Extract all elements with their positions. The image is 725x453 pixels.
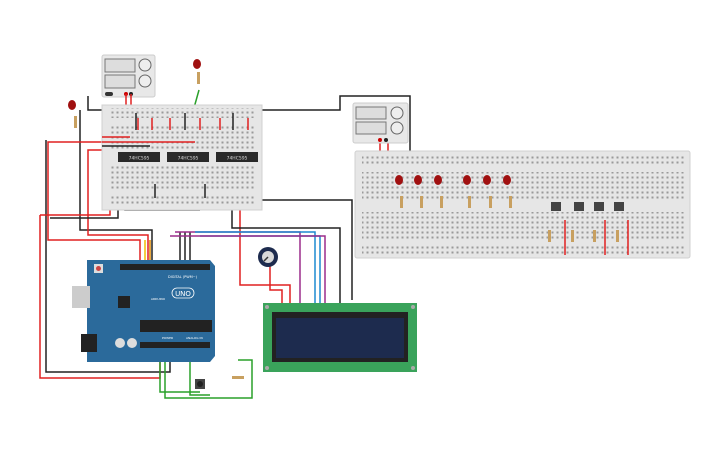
breadboard-large[interactable] — [354, 150, 691, 259]
digital-header[interactable] — [120, 264, 210, 270]
arduino-uno[interactable]: DIGITAL (PWM~) ARDUINO UNO POWER ANALOG … — [72, 260, 215, 362]
power-label: POWER — [162, 336, 173, 340]
digital-label: DIGITAL (PWM~) — [168, 275, 198, 279]
chip-label: 74HC595 — [227, 156, 248, 162]
shift-register-chip-1[interactable]: 74HC595 — [118, 152, 160, 162]
arduino-logo-text: ARDUINO — [151, 297, 166, 301]
led-top[interactable] — [193, 59, 201, 84]
resistor[interactable] — [74, 116, 77, 128]
shift-register-chip-2[interactable]: 74HC595 — [167, 152, 209, 162]
resistor[interactable] — [232, 376, 244, 379]
analog-label: ANALOG IN — [186, 336, 203, 340]
pushbuttons[interactable] — [551, 202, 624, 211]
pushbutton[interactable] — [195, 379, 205, 389]
chip-label: 74HC595 — [178, 156, 199, 162]
power-supply-1[interactable] — [101, 54, 156, 98]
power-analog-header[interactable] — [140, 342, 210, 348]
resistor[interactable] — [197, 72, 200, 84]
led-left[interactable] — [68, 100, 77, 128]
leds-row — [395, 175, 512, 208]
shift-register-chip-3[interactable]: 74HC595 — [216, 152, 258, 162]
arduino-model: UNO — [175, 290, 191, 298]
lcd-16x2[interactable] — [263, 303, 417, 372]
chip-label: 74HC595 — [129, 156, 150, 162]
power-supply-2[interactable] — [352, 102, 409, 144]
potentiometer[interactable] — [258, 247, 278, 267]
